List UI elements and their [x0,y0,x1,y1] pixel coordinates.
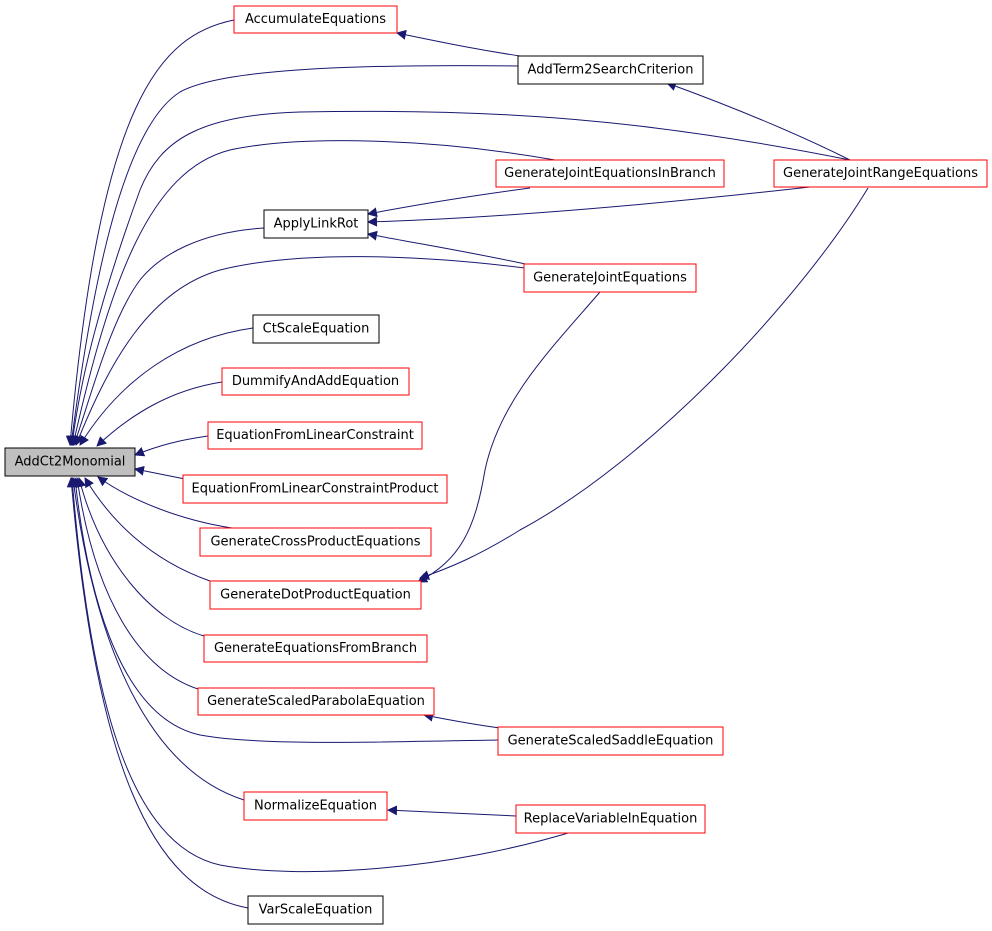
node-generatejointequations-label: GenerateJointEquations [533,271,687,286]
edge-jointeqs-to-root [74,256,526,446]
node-ctscaleequation[interactable]: CtScaleEquation [252,314,380,344]
edge-scaledparabola-to-root [73,477,199,690]
node-addct2monomial[interactable]: AddCt2Monomial [4,447,136,477]
edge-eqfrombranch-to-root [76,477,205,637]
node-dummifyandaddequation[interactable]: DummifyAndAddEquation [221,367,410,396]
node-generatescaledsaddleequation-label: GenerateScaledSaddleEquation [508,734,714,749]
node-generatecrossproductequations[interactable]: GenerateCrossProductEquations [199,527,432,557]
node-generatejointequationsinbranch-label: GenerateJointEquationsInBranch [504,166,716,181]
node-ctscaleequation-label: CtScaleEquation [263,322,370,337]
node-equationfromlinearconstraint-label: EquationFromLinearConstraint [216,428,414,443]
node-generateequationsfrombranch-label: GenerateEquationsFromBranch [214,641,417,656]
node-equationfromlinearconstraint[interactable]: EquationFromLinearConstraint [207,421,423,450]
edge-ctscale-to-root [79,327,254,446]
node-dummifyandaddequation-label: DummifyAndAddEquation [232,374,399,389]
node-generatescaledsaddleequation[interactable]: GenerateScaledSaddleEquation [497,726,724,756]
node-replacevariableinequation-label: ReplaceVariableInEquation [524,812,698,827]
node-accumulateequations[interactable]: AccumulateEquations [233,5,398,34]
edge-dotprod-to-root [84,477,211,582]
edge-jointrange-to-dotprod [419,187,869,580]
edge-jointeqs-to-applylinkrot [367,230,531,266]
node-varscaleequation[interactable]: VarScaleEquation [247,895,384,925]
node-applylinkrot[interactable]: ApplyLinkRot [263,209,369,239]
node-generatedotproductequation-label: GenerateDotProductEquation [220,588,411,603]
edge-eqlinear-to-root [134,435,209,457]
node-applylinkrot-label: ApplyLinkRot [274,217,359,232]
node-equationfromlinearconstraintproduct-label: EquationFromLinearConstraintProduct [192,482,439,497]
edge-addterm-to-root [67,65,519,446]
edge-replacevar-to-root [67,477,579,873]
node-generatescaledparabolaequation-label: GenerateScaledParabolaEquation [207,694,425,709]
edge-scaledsaddle-to-scaledparabola [423,711,501,729]
node-normalizeequation[interactable]: NormalizeEquation [243,791,388,821]
node-varscaleequation-label: VarScaleEquation [259,903,373,918]
node-addterm2searchcriterion[interactable]: AddTerm2SearchCriterion [517,55,704,85]
node-replacevariableinequation[interactable]: ReplaceVariableInEquation [515,804,706,834]
edge-dummify-to-root [96,381,223,447]
edge-eqlinearprod-to-root [134,465,186,480]
edge-jointsinbranch-to-root [70,140,556,446]
node-generatedotproductequation[interactable]: GenerateDotProductEquation [209,580,422,610]
edge-crossprod-to-root [97,476,233,529]
node-accumulateequations-label: AccumulateEquations [245,12,386,27]
edge-varscale-to-root [66,477,249,909]
edge-normalize-to-root [69,477,245,801]
node-generatejointequations[interactable]: GenerateJointEquations [523,263,697,293]
edge-accumulate-to-root [65,19,235,446]
node-equationfromlinearconstraintproduct[interactable]: EquationFromLinearConstraintProduct [182,474,448,504]
node-generatejointrangeequations[interactable]: GenerateJointRangeEquations [773,159,988,188]
node-generateequationsfrombranch[interactable]: GenerateEquationsFromBranch [203,634,428,663]
node-addterm2searchcriterion-label: AddTerm2SearchCriterion [528,63,694,78]
node-addct2monomial-label: AddCt2Monomial [15,455,126,470]
edge-replacevar-to-normalize [387,805,517,817]
node-normalizeequation-label: NormalizeEquation [254,799,377,814]
node-generatecrossproductequations-label: GenerateCrossProductEquations [210,535,420,550]
edge-addterm-to-accumulate [396,29,521,57]
node-generatejointrangeequations-label: GenerateJointRangeEquations [783,166,978,181]
node-generatejointequationsinbranch[interactable]: GenerateJointEquationsInBranch [495,159,725,188]
edge-jointrange-to-addterm [666,81,851,161]
node-generatescaledparabolaequation[interactable]: GenerateScaledParabolaEquation [197,687,435,716]
edge-jointrange-to-applylinkrot [367,186,811,227]
edge-scaledsaddle-to-root [70,477,499,743]
edge-jointsinbranch-to-applylinkrot [367,187,531,218]
edge-jointrange-to-root [68,110,851,446]
edge-jointeqs-to-dotprod [417,291,601,583]
edge-applylinkrot-to-root [72,227,265,446]
